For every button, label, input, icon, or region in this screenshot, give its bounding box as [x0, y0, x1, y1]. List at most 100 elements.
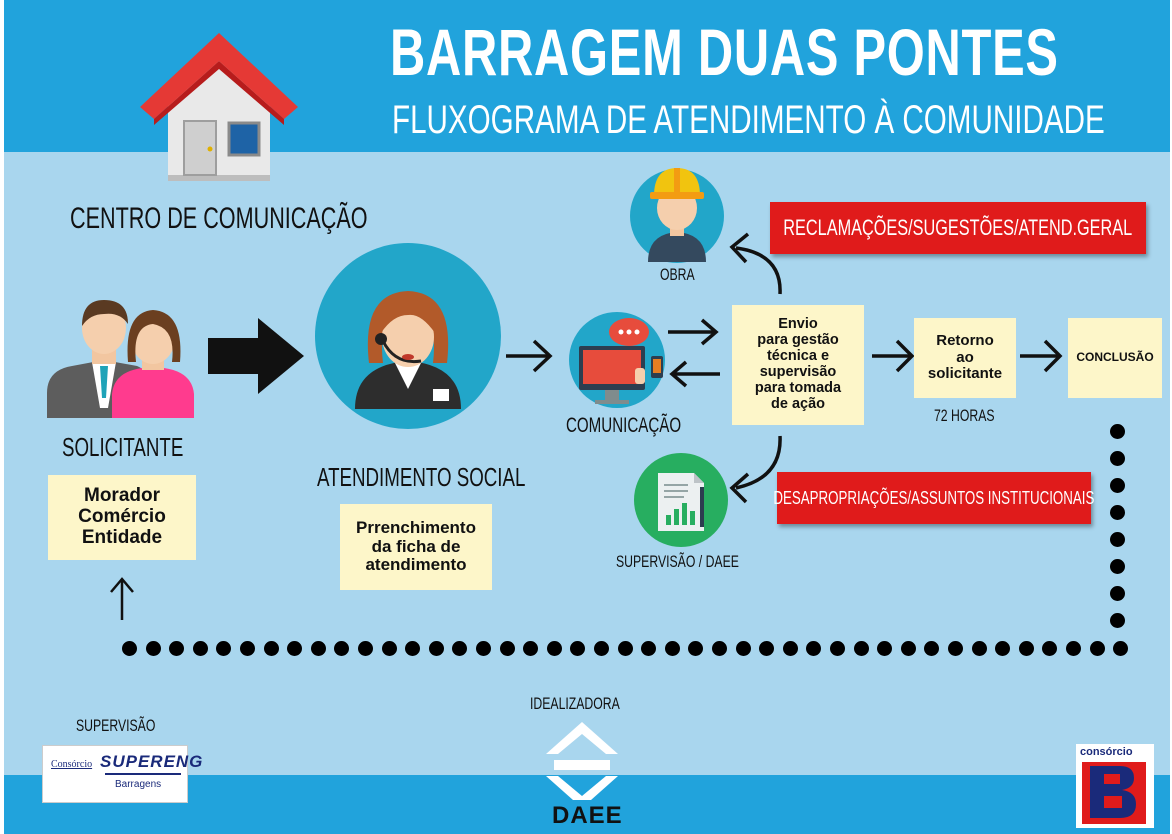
page-title: BARRAGEM DUAS PONTES — [390, 15, 1059, 89]
envio-line: Envio — [778, 316, 818, 333]
big-arrow-icon — [208, 318, 304, 394]
arrow-right-icon — [872, 339, 915, 373]
path-dot — [853, 641, 869, 656]
obra-banner: RECLAMAÇÕES/SUGESTÕES/ATEND.GERAL — [770, 202, 1146, 254]
comunicacao-label: COMUNICAÇÃO — [566, 414, 682, 437]
report-document-icon — [658, 473, 704, 531]
path-dot — [570, 641, 586, 656]
atendimento-note-line: atendimento — [365, 555, 467, 575]
path-dot — [948, 641, 963, 656]
path-dot — [499, 641, 515, 656]
path-dot — [523, 641, 539, 656]
path-dot — [1042, 641, 1058, 656]
footer-band — [4, 775, 1170, 834]
retorno-note: Retorno ao solicitante — [914, 318, 1016, 398]
path-dot — [358, 641, 373, 656]
path-dot — [995, 641, 1011, 656]
path-dot — [334, 641, 350, 656]
path-dot — [428, 641, 444, 656]
solicitante-type: Entidade — [81, 526, 163, 548]
bp-logo: consórcio — [1076, 744, 1154, 828]
path-dot — [122, 641, 137, 656]
path-dot — [1113, 641, 1129, 656]
worker-icon — [648, 168, 706, 262]
path-dot — [877, 641, 893, 656]
arrow-right-icon — [1020, 339, 1063, 373]
retorno-time: 72 HORAS — [934, 406, 995, 425]
path-dot — [594, 641, 609, 656]
path-dot — [310, 641, 326, 656]
path-dot — [381, 641, 397, 656]
center-label: CENTRO DE COMUNICAÇÃO — [70, 202, 368, 235]
footer-supervisao-label: SUPERVISÃO — [76, 716, 156, 735]
supereng-rule — [105, 773, 181, 775]
retorno-line: Retorno — [936, 332, 994, 350]
path-dot — [830, 641, 845, 656]
supervisao-banner: DESAPROPRIAÇÕES/ASSUNTOS INSTITUCIONAIS — [774, 472, 1094, 524]
atendimento-note: Prrenchimento da ficha de atendimento — [340, 504, 492, 590]
path-dot — [476, 641, 491, 656]
solicitante-types-note: Morador Comércio Entidade — [48, 475, 196, 560]
path-dot — [782, 641, 798, 656]
solicitante-type: Comércio — [78, 506, 166, 528]
path-dot — [1110, 424, 1125, 439]
path-dot — [806, 641, 822, 656]
obra-label: OBRA — [660, 265, 695, 284]
supervisao-banner-text: DESAPROPRIAÇÕES/ASSUNTOS INSTITUCIONAIS — [773, 487, 1095, 508]
retorno-line: ao — [956, 348, 974, 366]
envio-note: Envio para gestão técnica e supervisão p… — [732, 305, 864, 425]
house-icon — [140, 33, 298, 181]
supereng-logo: Consórcio SUPERENG Barragens — [42, 745, 202, 803]
path-dot — [1110, 532, 1125, 547]
path-dot — [1110, 586, 1125, 601]
path-dot — [1110, 505, 1125, 520]
envio-line: para tomada — [754, 379, 842, 396]
path-dot — [169, 641, 185, 656]
atendimento-label: ATENDIMENTO SOCIAL — [317, 462, 526, 492]
path-dot — [900, 641, 916, 656]
arrow-right-icon — [506, 339, 553, 373]
path-dot — [735, 641, 751, 656]
path-dot — [1110, 613, 1125, 628]
daee-wordmark: DAEE — [552, 802, 623, 829]
path-dot — [1110, 478, 1125, 493]
path-dot — [546, 641, 562, 656]
path-dot — [759, 641, 775, 656]
curved-arrow-up-icon — [729, 232, 782, 295]
path-dot — [1018, 641, 1034, 656]
bp-label: consórcio — [1080, 746, 1133, 758]
infographic-canvas: BARRAGEM DUAS PONTES FLUXOGRAMA DE ATEND… — [4, 0, 1170, 834]
supereng-sub: Barragens — [115, 779, 162, 790]
daee-logo-icon — [546, 722, 618, 800]
obra-banner-text: RECLAMAÇÕES/SUGESTÕES/ATEND.GERAL — [783, 215, 1133, 240]
path-dot — [1089, 641, 1105, 656]
path-dot — [240, 641, 255, 656]
page-subtitle: FLUXOGRAMA DE ATENDIMENTO À COMUNIDADE — [392, 98, 1105, 142]
supereng-prefix: Consórcio — [51, 759, 93, 770]
path-dot — [664, 641, 680, 656]
supereng-name: SUPERENG — [100, 752, 204, 771]
conclusao-label: CONCLUSÃO — [1076, 350, 1154, 365]
envio-line: técnica e — [766, 348, 830, 365]
supervisao-daee-label: SUPERVISÃO / DAEE — [616, 552, 739, 571]
atendimento-note-line: Prrenchimento — [356, 517, 476, 537]
attendant-icon — [355, 291, 461, 409]
curved-arrow-down-icon — [729, 435, 782, 504]
bp-letters-icon — [1090, 766, 1136, 818]
computer-chat-icon — [579, 318, 663, 404]
path-dot — [971, 641, 987, 656]
path-dot — [1110, 451, 1125, 466]
path-dot — [712, 641, 727, 656]
conclusao-note: CONCLUSÃO — [1068, 318, 1162, 398]
path-dot — [617, 641, 633, 656]
path-dot — [192, 641, 208, 656]
envio-line: de ação — [771, 395, 825, 412]
path-dot — [641, 641, 657, 656]
path-dot — [145, 641, 161, 656]
path-dot — [688, 641, 704, 656]
up-arrow-icon — [110, 577, 134, 620]
path-dot — [452, 641, 468, 656]
path-dot — [405, 641, 421, 656]
path-dot — [1066, 641, 1081, 656]
path-dot — [216, 641, 232, 656]
